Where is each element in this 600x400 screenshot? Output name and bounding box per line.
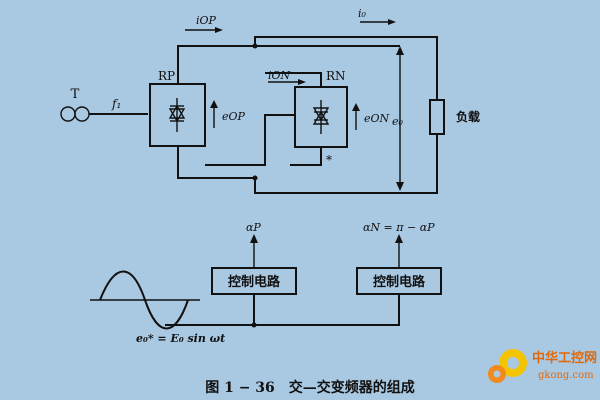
source-frequency-label: f₁ — [111, 97, 121, 111]
rp-bottom-wire — [177, 146, 255, 179]
iop-label: iOP — [196, 14, 217, 27]
load-label: 负载 — [456, 109, 480, 124]
cross-wire — [205, 114, 295, 166]
rn-top-wire — [265, 72, 322, 87]
alpha-p-label: αP — [246, 221, 261, 234]
alpha-n-label: αN = π − αP — [363, 221, 435, 234]
watermark-gear-icon — [488, 349, 527, 383]
watermark-url: gkong.com — [538, 370, 594, 381]
io-label: i₀ — [358, 7, 367, 20]
reference-wire — [165, 294, 400, 326]
rp-thyristor-symbol — [168, 98, 186, 132]
load-resistor — [429, 99, 445, 135]
rn-bottom-wire — [290, 147, 322, 166]
top-bus-wire — [177, 45, 400, 84]
figure-caption: 图 1 − 36 交—交变频器的组成 — [205, 379, 415, 396]
eon-label: eON — [364, 112, 390, 125]
transformer-label: T — [71, 87, 80, 102]
eop-label: eOP — [222, 110, 246, 123]
rn-thyristor-symbol — [312, 100, 330, 134]
rn-star: * — [326, 153, 332, 167]
control-label-right: 控制电路 — [373, 274, 426, 290]
transformer-symbol — [60, 106, 90, 122]
e0-label: e₀ — [392, 115, 404, 128]
watermark-name: 中华工控网 — [532, 350, 597, 366]
reference-label: e₀* = E₀ sin ωt — [136, 332, 225, 345]
ion-label: iON — [268, 69, 291, 82]
return-wire — [254, 134, 438, 194]
output-wire — [254, 36, 438, 100]
rp-label: RP — [158, 69, 175, 83]
rn-label: RN — [326, 69, 346, 83]
control-label-left: 控制电路 — [228, 274, 281, 290]
